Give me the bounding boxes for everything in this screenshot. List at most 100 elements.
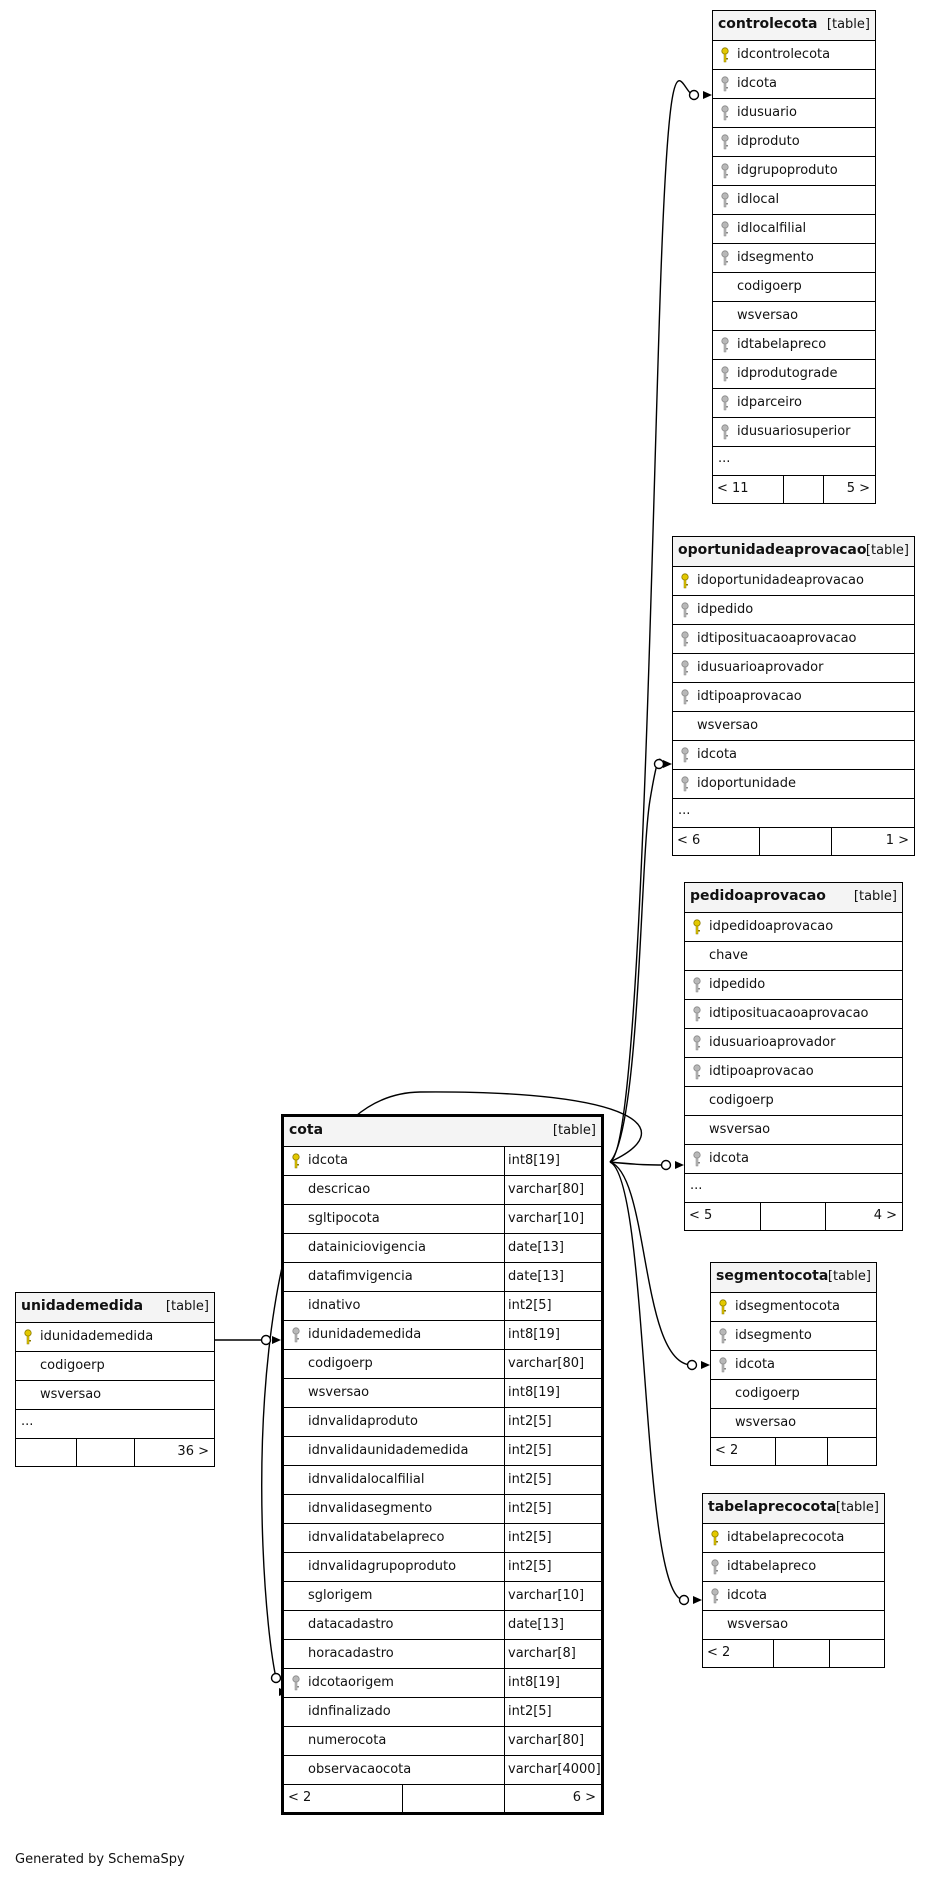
children-count-link[interactable]: 4 >: [873, 1208, 897, 1223]
column-row[interactable]: idtipositua​caoaprovacao: [673, 625, 914, 654]
column-row[interactable]: wsversao: [685, 1116, 902, 1145]
column-row[interactable]: idsegmentocota: [711, 1293, 876, 1322]
column-row[interactable]: idpedidoaprovacao: [685, 913, 902, 942]
children-count-link[interactable]: 5 >: [846, 481, 870, 496]
column-row[interactable]: idsegmento: [713, 244, 875, 273]
type-divider: [504, 1350, 505, 1378]
column-name: idpedidoaprovacao: [709, 919, 834, 934]
children-count-link[interactable]: 36 >: [177, 1444, 209, 1459]
column-row[interactable]: idlocal: [713, 186, 875, 215]
column-row[interactable]: idproduto: [713, 128, 875, 157]
parents-count-link[interactable]: < 6: [677, 833, 701, 848]
column-row[interactable]: idoportunidadeaprovacao: [673, 567, 914, 596]
column-row[interactable]: idusuariosuperior: [713, 418, 875, 447]
column-row[interactable]: idtipoaprovacao: [685, 1058, 902, 1087]
more-columns-row[interactable]: ...: [16, 1410, 214, 1439]
column-row[interactable]: idparceiro: [713, 389, 875, 418]
column-row[interactable]: idoportunidade: [673, 770, 914, 799]
more-columns-row[interactable]: ...: [713, 447, 875, 476]
column-row[interactable]: idcota: [713, 70, 875, 99]
parents-count-link[interactable]: < 2: [715, 1443, 739, 1458]
parents-count-link[interactable]: < 11: [717, 481, 749, 496]
foreign-key-icon: [680, 747, 690, 763]
children-count-link[interactable]: 6 >: [572, 1790, 596, 1805]
column-type: varchar[10]: [508, 1588, 585, 1603]
column-row[interactable]: idcota: [673, 741, 914, 770]
column-row[interactable]: idpedido: [673, 596, 914, 625]
column-row[interactable]: idusuarioaprovador: [685, 1029, 902, 1058]
link-arrowhead-icon: [701, 1361, 710, 1369]
column-row[interactable]: chave: [685, 942, 902, 971]
column-row[interactable]: idcota: [703, 1582, 884, 1611]
link-arrowhead-icon: [703, 91, 712, 99]
column-name: idcota: [697, 747, 738, 762]
children-count-link[interactable]: 1 >: [885, 833, 909, 848]
column-row[interactable]: idcota: [685, 1145, 902, 1174]
column-name: codigoerp: [40, 1358, 105, 1373]
column-row[interactable]: idprodutograde: [713, 360, 875, 389]
column-row[interactable]: idtabelapreco: [713, 331, 875, 360]
column-name: datafimvigencia: [308, 1269, 413, 1284]
column-row[interactable]: idtiposituacaoaprovacao: [685, 1000, 902, 1029]
column-row[interactable]: codigoerp: [713, 273, 875, 302]
column-row[interactable]: idgrupoproduto: [713, 157, 875, 186]
column-row[interactable]: wsversao: [703, 1611, 884, 1640]
column-name: idgrupoproduto: [737, 163, 838, 178]
column-row[interactable]: idusuario: [713, 99, 875, 128]
column-row[interactable]: idsegmento: [711, 1322, 876, 1351]
more-columns-row[interactable]: ...: [685, 1174, 902, 1203]
column-name: descricao: [308, 1182, 371, 1197]
column-row[interactable]: idtipoaprovacao: [673, 683, 914, 712]
column-row[interactable]: idtabelapreco: [703, 1553, 884, 1582]
column-row[interactable]: wsversao: [16, 1381, 214, 1410]
column-type: date[13]: [508, 1240, 564, 1255]
table-oportunidadeaprovacao[interactable]: oportunidadeaprovacao[table]idoportunida…: [672, 536, 915, 856]
parents-count-link[interactable]: < 2: [288, 1790, 312, 1805]
column-row[interactable]: wsversao: [711, 1409, 876, 1438]
column-row[interactable]: idusuarioaprovador: [673, 654, 914, 683]
column-row[interactable]: idtabelaprecocota: [703, 1524, 884, 1553]
parents-count-link[interactable]: < 5: [689, 1208, 713, 1223]
column-row[interactable]: idunidademedida: [16, 1323, 214, 1352]
column-row[interactable]: idlocalfilial: [713, 215, 875, 244]
column-row[interactable]: idcota: [711, 1351, 876, 1380]
more-columns-row[interactable]: ...: [673, 799, 914, 828]
column-row[interactable]: codigoerp: [711, 1380, 876, 1409]
column-row[interactable]: idpedido: [685, 971, 902, 1000]
column-row[interactable]: wsversao: [673, 712, 914, 741]
parents-count-link[interactable]: < 2: [707, 1645, 731, 1660]
column-row[interactable]: codigoerp: [16, 1352, 214, 1381]
column-row[interactable]: idcontrolecota: [713, 41, 875, 70]
column-row[interactable]: wsversao: [713, 302, 875, 331]
column-name: codigoerp: [308, 1356, 373, 1371]
column-row[interactable]: codigoerp: [685, 1087, 902, 1116]
